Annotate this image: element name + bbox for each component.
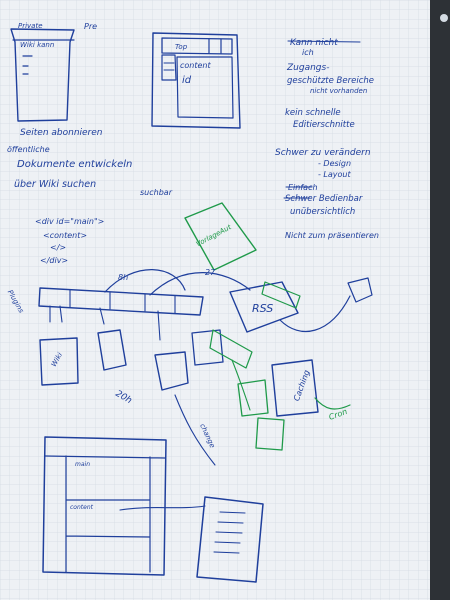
sketch-bottom: main content [42, 436, 264, 583]
note-ich: ich [302, 48, 314, 57]
code-snippet: <div id="main"> <content> </> </div> [35, 217, 104, 265]
sketch-top-middle: Top content id [151, 32, 241, 129]
green-box-lower-1 [237, 379, 269, 417]
pin-hole [440, 14, 448, 22]
note-zugangs: Zugangs- [286, 63, 329, 73]
db-box [191, 329, 224, 366]
notes-right: Schwer zu verändern - Design - Layout Ei… [275, 148, 379, 240]
note-suchbar: suchbar [140, 188, 173, 197]
note-geschuetzte: geschützte Bereiche [287, 76, 374, 86]
notes-top-right: Kann nicht ich Zugangs- geschützte Berei… [285, 38, 374, 130]
caching-box [271, 359, 319, 417]
code-line-1: <div id="main"> [35, 217, 104, 226]
note-dokumente: Dokumente entwickeln [17, 159, 132, 170]
note-seiten-abonnieren: Seiten abonnieren [20, 128, 103, 138]
wiki-kann-label: Wiki kann [20, 41, 54, 49]
wiki-box-left [39, 337, 79, 386]
note-layout: - Layout [318, 170, 351, 179]
note-kein-schnelle: kein schnelle [285, 108, 341, 118]
note-kann-nicht: Kann nicht [290, 38, 338, 48]
pre-label: Pre [84, 22, 97, 31]
code-line-4: </div> [40, 256, 68, 265]
note-nicht-vorhanden: nicht vorhanden [310, 87, 367, 95]
right-edge [430, 0, 450, 600]
note-ueber-wiki: über Wiki suchen [14, 179, 96, 190]
wiki-box-right [154, 351, 189, 391]
wiki-box-middle [97, 329, 127, 371]
private-label: Private [18, 22, 43, 30]
code-line-2: <content> [43, 231, 87, 240]
note-nicht-praesentieren: Nicht zum präsentieren [285, 231, 379, 240]
sketch-top-left: Private Pre Wiki kann [10, 22, 97, 122]
paper-grid [0, 0, 434, 600]
green-db-tag [209, 329, 253, 369]
content-label: content [180, 61, 211, 70]
notes-left: Seiten abonnieren öffentliche Dokumente … [7, 128, 173, 197]
note-design: - Design [318, 159, 351, 168]
main-label: main [75, 461, 90, 468]
layout-frame [42, 436, 167, 576]
rss-label: RSS [252, 302, 273, 315]
green-box-lower-2 [255, 417, 285, 451]
note-oeffentliche: öffentliche [7, 145, 50, 154]
green-rss-tag [261, 281, 301, 309]
note-schwer-bedienbar: Schwer Bedienbar [285, 194, 363, 204]
note-schwer-zu-veraendern: Schwer zu verändern [275, 148, 371, 158]
green-box-top [184, 202, 257, 271]
code-line-3: </> [50, 243, 66, 252]
top-label: Top [175, 43, 188, 51]
detail-box [196, 496, 264, 583]
note-unuebersichtlich: unübersichtlich [290, 207, 355, 217]
id-label: id [182, 75, 192, 86]
note-editierschnitte: Editierschnitte [293, 120, 355, 130]
content-sub-label: content [70, 504, 94, 511]
monitor-icon [347, 277, 373, 303]
